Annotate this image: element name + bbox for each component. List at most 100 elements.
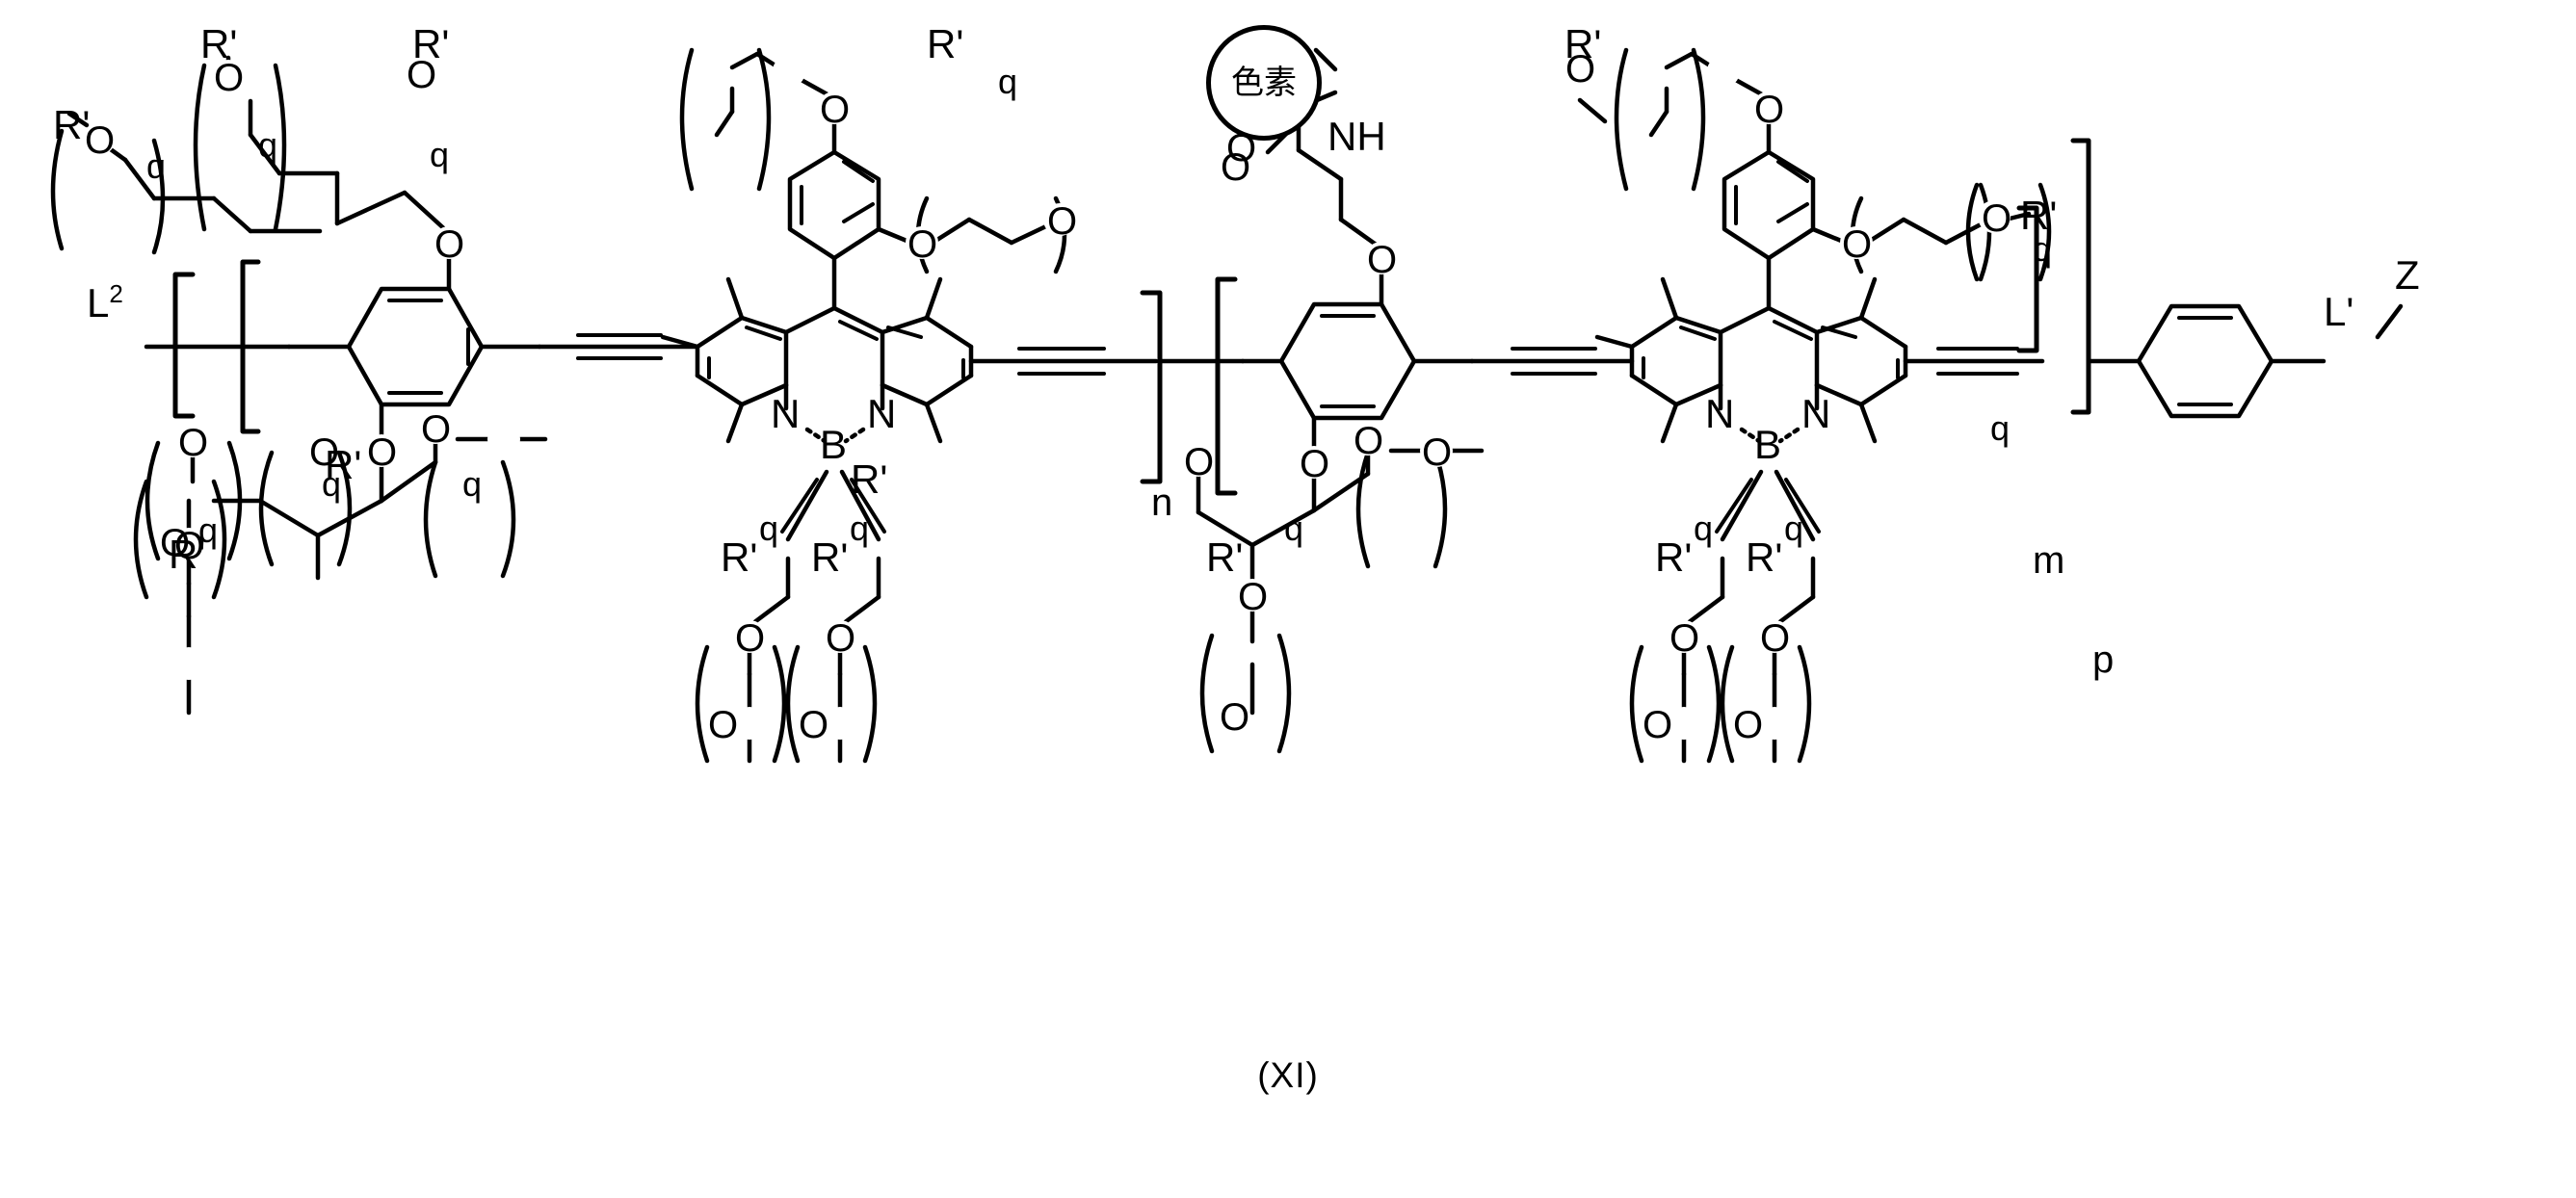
atom-label-O: O bbox=[1047, 200, 1078, 243]
bodipy-left bbox=[660, 115, 974, 542]
paren-bodipy-left-top bbox=[679, 47, 772, 192]
substituent-label-Rprime: R' bbox=[169, 532, 206, 577]
paren-center-bot-1 bbox=[1199, 633, 1292, 754]
subscript-label-q: q bbox=[258, 125, 278, 165]
subscript-label-n: n bbox=[1151, 482, 1173, 524]
atom-label-O: O bbox=[1422, 431, 1453, 474]
dye-bubble: 色素 bbox=[1206, 25, 1322, 141]
atom-label-O: O bbox=[407, 54, 437, 96]
terminal-L2-superscript: 2 bbox=[109, 279, 123, 308]
atom-label-O: O bbox=[1842, 223, 1873, 266]
atom-label-NH: NH bbox=[1327, 114, 1386, 159]
figure-caption: (XI) bbox=[1257, 1055, 1319, 1095]
atom-label-O: O bbox=[1184, 441, 1215, 483]
paren-bodipy-right-peg-2 bbox=[1965, 182, 2052, 282]
atom-label-B: B bbox=[820, 422, 848, 467]
terminal-label-L2: L2 bbox=[87, 279, 123, 326]
atom-label-O: O bbox=[1760, 617, 1791, 660]
atom-label-O: O bbox=[421, 408, 452, 451]
subscript-label-m: m bbox=[2033, 539, 2065, 582]
atom-label-O: O bbox=[735, 617, 766, 660]
subscript-label-q: q bbox=[430, 135, 450, 174]
subscript-label-q: q bbox=[759, 508, 779, 548]
atom-label-O: O bbox=[214, 57, 245, 99]
chain-bodipy-left-right-peg bbox=[930, 217, 1051, 246]
bracket-m-right bbox=[2016, 205, 2039, 353]
terminal-label-Z: Z bbox=[2395, 252, 2420, 298]
subscript-label-q: q bbox=[462, 464, 483, 504]
paren-bodipy-right-bot-2 bbox=[1720, 644, 1812, 764]
alkyne-1 bbox=[537, 333, 700, 360]
subscript-label-q: q bbox=[2033, 229, 2053, 269]
subscript-label-q: q bbox=[1284, 508, 1304, 548]
paren-left-top-1 bbox=[50, 128, 166, 255]
chain-bodipy-left-bot bbox=[747, 556, 881, 764]
atom-label-O: O bbox=[1300, 443, 1330, 485]
atom-label-O: O bbox=[85, 119, 116, 162]
atom-label-O: O bbox=[907, 223, 938, 266]
substituent-label-Rprime: R' bbox=[1655, 534, 1693, 580]
ring-left-aryl bbox=[286, 286, 485, 407]
atom-label-O: O bbox=[1643, 704, 1673, 746]
bracket-block-open bbox=[1215, 276, 1238, 496]
oxygen-mask bbox=[83, 51, 2011, 740]
subscript-label-q: q bbox=[146, 146, 167, 186]
alkyne-3 bbox=[1469, 347, 1635, 376]
bracket-p-right bbox=[2070, 138, 2091, 415]
chain-bodipy-left-top bbox=[714, 51, 837, 138]
paren-bodipy-left-bot-1 bbox=[695, 644, 787, 764]
paren-bodipy-left-bot-2 bbox=[785, 644, 878, 764]
atom-label-O: O bbox=[1238, 576, 1269, 618]
subscript-label-q: q bbox=[1784, 508, 1804, 548]
atom-label-O: O bbox=[309, 431, 340, 474]
substituent-label-Rprime: R' bbox=[927, 21, 964, 66]
substituent-label-Rprime: R' bbox=[412, 21, 450, 66]
atom-label-O: O bbox=[1367, 239, 1398, 281]
subscript-label-q: q bbox=[198, 510, 219, 550]
atom-label-O: O bbox=[178, 422, 209, 464]
atom-label-O: O bbox=[1220, 696, 1250, 739]
atom-label-O: O bbox=[1733, 704, 1764, 746]
atom-label-O-carbonyl: O bbox=[1221, 146, 1251, 189]
atom-label-O: O bbox=[1754, 89, 1785, 131]
subscript-label-q: q bbox=[322, 464, 342, 504]
substituent-label-Rprime: R' bbox=[200, 21, 238, 66]
subscript-label-q: q bbox=[998, 62, 1018, 101]
substituent-label-Rprime: R' bbox=[325, 442, 362, 487]
substituent-label-Rprime: R' bbox=[53, 102, 91, 147]
atom-label-N: N bbox=[867, 391, 897, 436]
bodipy-right bbox=[1594, 115, 1908, 542]
paren-bodipy-right-top bbox=[1614, 47, 1706, 192]
atom-label-O: O bbox=[826, 617, 856, 660]
terminal-L2-base: L bbox=[87, 280, 110, 326]
atom-label-O: O bbox=[174, 525, 205, 567]
bracket-n bbox=[1140, 290, 1163, 484]
atom-label-O: O bbox=[367, 431, 398, 474]
atom-label-O: O bbox=[1669, 617, 1700, 660]
chain-left-lower bbox=[186, 436, 548, 716]
substituent-label-Rprime: R' bbox=[1564, 21, 1602, 66]
alkyne-2 bbox=[968, 347, 1159, 376]
atom-label-O: O bbox=[1982, 197, 2012, 240]
paren-left-bot-1 bbox=[145, 440, 243, 561]
paren-left-bot-2 bbox=[258, 450, 353, 567]
paren-left-bot-3 bbox=[133, 479, 227, 600]
atom-label-O: O bbox=[799, 704, 829, 746]
subscript-label-q: q bbox=[1990, 408, 2011, 448]
subscript-label-p: p bbox=[2092, 638, 2115, 681]
atom-label-O: O bbox=[434, 223, 465, 266]
atom-label-O: O bbox=[1354, 420, 1384, 462]
atom-label-B: B bbox=[1754, 422, 1782, 467]
dye-label: 色素 bbox=[1231, 64, 1297, 102]
subscript-label-q: q bbox=[850, 508, 870, 548]
alkyne-4 bbox=[1903, 347, 2045, 376]
paren-bodipy-right-bot-1 bbox=[1629, 644, 1722, 764]
atom-label-O: O bbox=[160, 522, 191, 564]
substituent-label-Rprime: R' bbox=[811, 534, 849, 580]
substituent-label-Rprime: R' bbox=[1746, 534, 1783, 580]
substituent-label-Rprime: R' bbox=[851, 456, 888, 502]
bond-Lprime-to-Z bbox=[2375, 303, 2404, 340]
substituent-label-Rprime: R' bbox=[2020, 193, 2058, 238]
